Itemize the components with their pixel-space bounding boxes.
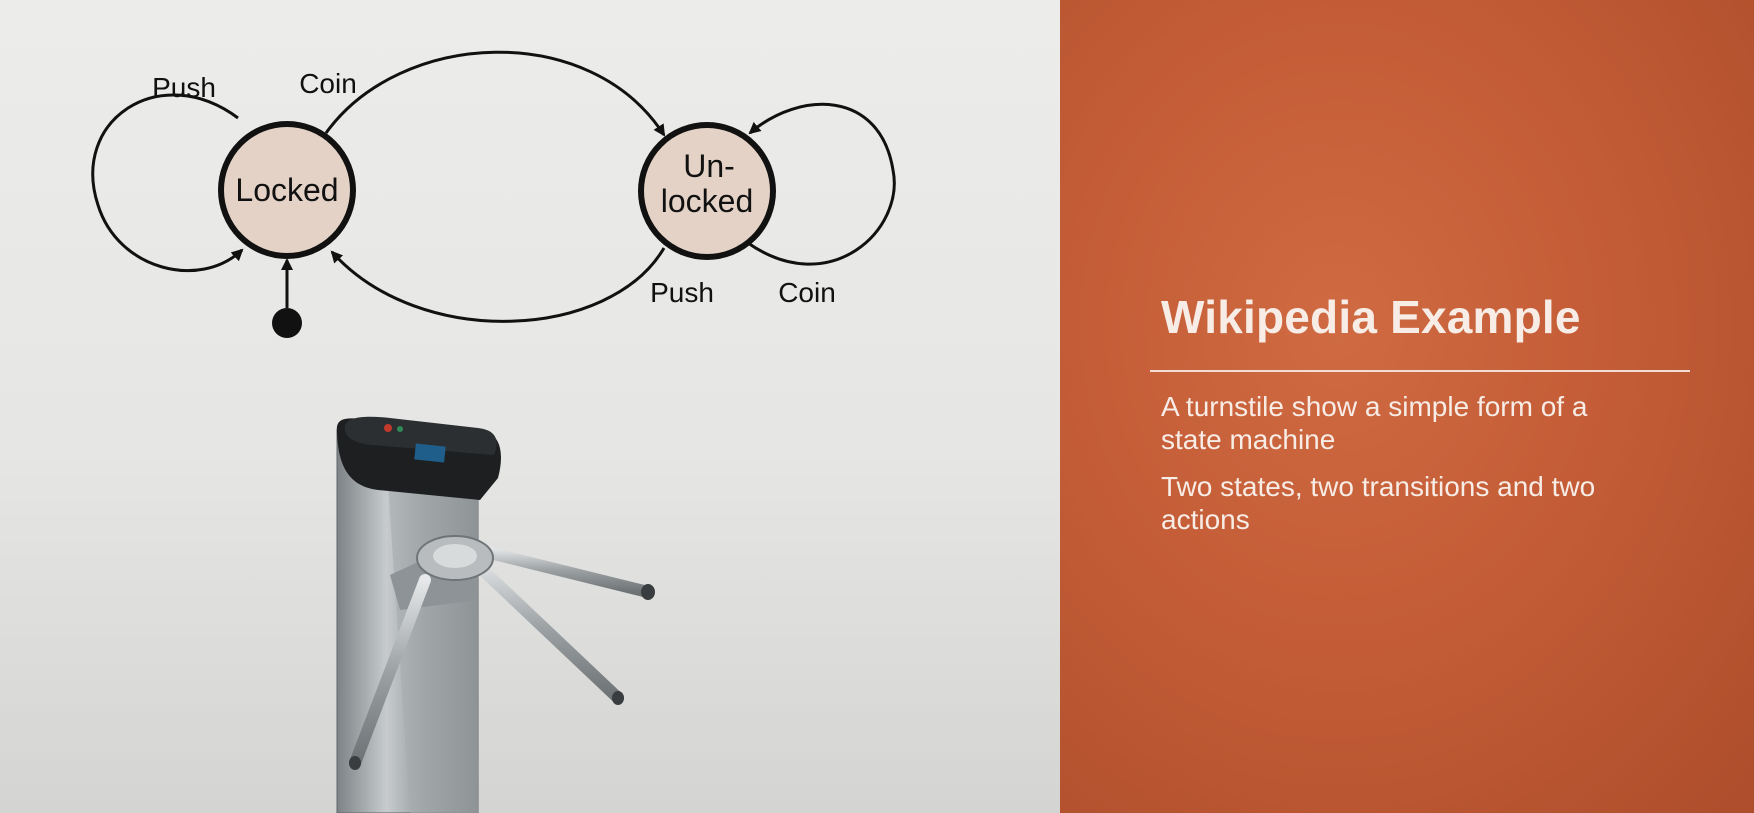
bullet-item: A turnstile show a simple form of a stat…: [1161, 391, 1588, 455]
state-unlocked-label-line2: locked: [661, 183, 754, 219]
state-locked: [218, 121, 356, 259]
state-locked-label: Locked: [235, 172, 338, 208]
initial-state-dot: [272, 308, 302, 338]
title-divider: [1150, 370, 1690, 372]
state-unlocked-label-line1: Un-: [683, 148, 735, 184]
transition-push-locked-self: [91, 93, 244, 273]
transition-push-unlocked-to-locked: [330, 247, 666, 323]
transition-label-coin-self: Coin: [778, 277, 836, 308]
transition-label-push: Push: [650, 277, 714, 308]
bullet-item: Two states, two transitions and two acti…: [1161, 471, 1596, 535]
bullet-list: A turnstile show a simple form of a stat…: [1161, 390, 1641, 550]
transition-label-coin: Coin: [299, 68, 357, 99]
state-unlocked: [638, 122, 776, 260]
left-panel: Locked Un- locked Push Coin Push Coin: [0, 0, 1060, 813]
right-panel: [1060, 0, 1754, 813]
transition-coin-unlocked-self: [747, 102, 896, 266]
turnstile-image: [336, 416, 655, 813]
transition-label-push-self: Push: [152, 72, 216, 103]
state-diagram: Locked Un- locked Push Coin Push Coin: [91, 50, 896, 338]
slide-title: Wikipedia Example: [1161, 291, 1581, 343]
transition-coin-locked-to-unlocked: [324, 50, 666, 137]
